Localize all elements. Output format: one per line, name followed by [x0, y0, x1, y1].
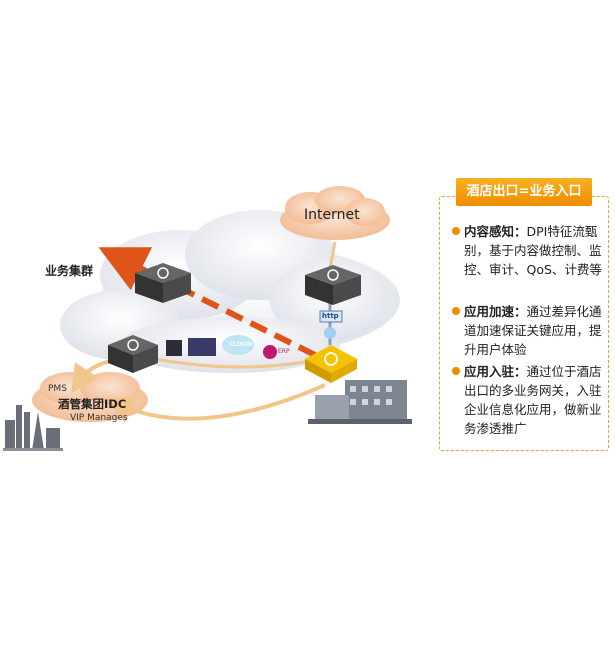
- gateway-idc-link: [105, 383, 326, 423]
- feature-item-app-hosting: 应用入驻：通过位于酒店出口的多业务网关，入驻企业信息化应用，做新业务渗透推广: [452, 362, 602, 438]
- feature-head: 内容感知：: [464, 224, 527, 239]
- internet-router-icon: [305, 265, 361, 305]
- business-cluster-label: 业务集群: [45, 264, 94, 278]
- erp-app-icon: [263, 345, 277, 359]
- internet-cloud: [280, 186, 390, 240]
- http-app-icon: [319, 310, 343, 323]
- router-internet-link: [328, 241, 337, 269]
- feature-head: 应用入驻：: [464, 364, 527, 379]
- feature-body: DPI特征流甄别，基于内容做控制、监控、审计、QoS、计费等: [464, 224, 602, 277]
- cloud-app-icon: [222, 335, 254, 355]
- phone-app-icon: [166, 340, 182, 356]
- feature-body: 通过差异化通道加速保证关键应用，提升用户体验: [464, 304, 602, 357]
- video-app-icon: [188, 338, 216, 356]
- router-gateway-link: [149, 356, 316, 369]
- http-badge: http: [322, 312, 339, 320]
- traffic-redirect-arrow: [98, 247, 317, 358]
- feature-body: 通过位于酒店出口的多业务网关，入驻企业信息化应用，做新业务渗透推广: [464, 364, 602, 436]
- city-skyline-icon: [3, 405, 63, 451]
- idc-pms-label: PMS: [48, 384, 67, 394]
- idc-title-label: 酒管集团IDC: [58, 397, 127, 411]
- hotel-building-icon: [308, 380, 412, 424]
- idc-vip-label: VIP Manages: [70, 413, 128, 423]
- panel-title: 酒店出口=业务入口: [456, 178, 592, 206]
- feature-item-acceleration: 应用加速：通过差异化通道加速保证关键应用，提升用户体验: [452, 302, 602, 359]
- hotel-gateway-icon: [305, 345, 357, 383]
- bullet-icon: [452, 227, 460, 235]
- cloud-badge: CLOUD: [229, 341, 252, 348]
- erp-badge: ERP: [278, 348, 290, 355]
- feature-head: 应用加速：: [464, 304, 527, 319]
- business-router-icon: [135, 263, 191, 303]
- bullet-icon: [452, 367, 460, 375]
- bullet-icon: [452, 307, 460, 315]
- idc-router-icon: [108, 335, 158, 373]
- network-link-icon: [324, 327, 336, 339]
- internet-label: Internet: [304, 207, 360, 223]
- feature-item-content-awareness: 内容感知：DPI特征流甄别，基于内容做控制、监控、审计、QoS、计费等: [452, 222, 602, 279]
